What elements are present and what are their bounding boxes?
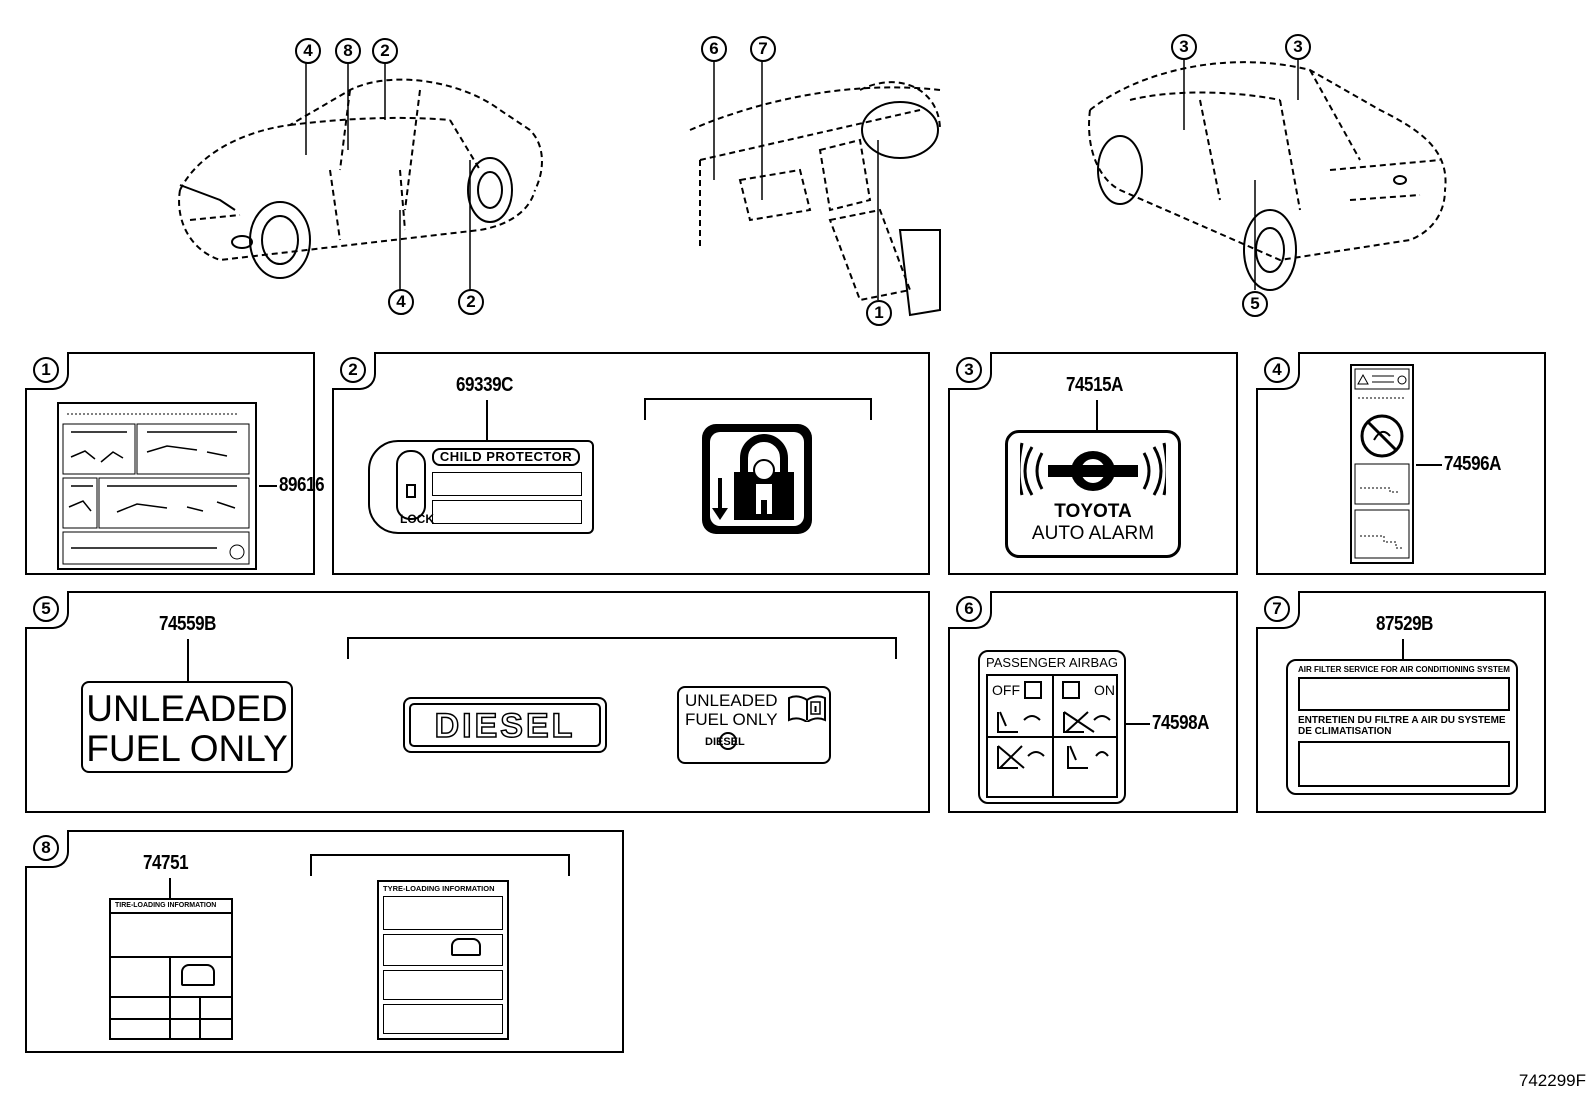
no-symbol-icon — [719, 732, 737, 750]
panel-1: 1 89616 — [25, 352, 325, 575]
callout-5: 5 — [1242, 291, 1268, 317]
diesel-text: DIESEL — [434, 706, 576, 746]
panel-6: 6 PASSENGER AIRBAG OFF ON 74598A — [948, 591, 1238, 813]
panel-5: 5 74559B UNLEADED FUEL ONLY DIESEL UNLEA… — [25, 591, 930, 813]
panel-8: 8 74751 TIRE-LOADING INFORMATION TYRE-LO… — [25, 830, 624, 1053]
air-filter-line1: AIR FILTER SERVICE FOR AIR CONDITIONING … — [1298, 665, 1510, 674]
air-filter-line2: ENTRETIEN DU FILTRE A AIR DU SYSTEME — [1298, 715, 1506, 726]
callout-2-bottom: 2 — [458, 289, 484, 315]
part-number-74596A: 74596A — [1444, 453, 1502, 475]
child-protector-title: CHILD PROTECTOR — [432, 448, 580, 466]
small-unleaded-text: UNLEADED — [685, 691, 778, 710]
part-number-74598A: 74598A — [1152, 712, 1210, 734]
off-text: OFF — [992, 682, 1020, 698]
small-fuel-only-text: FUEL ONLY — [685, 710, 778, 729]
callout-3-left: 3 — [1171, 34, 1197, 60]
part-number-69339C: 69339C — [456, 374, 514, 396]
child-protector-label: LOCK CHILD PROTECTOR — [368, 440, 594, 534]
alarm-horn-icon — [1020, 442, 1166, 496]
part-number-74751: 74751 — [143, 852, 189, 874]
air-filter-service-label: AIR FILTER SERVICE FOR AIR CONDITIONING … — [1286, 659, 1518, 795]
toyota-text: TOYOTA — [1054, 501, 1132, 522]
auto-alarm-text: AUTO ALARM — [1031, 523, 1155, 544]
part-number-89616: 89616 — [279, 474, 325, 496]
figure-id: 742299F — [1518, 1071, 1586, 1090]
callout-7: 7 — [750, 36, 776, 62]
off-indicator-icon — [1024, 681, 1042, 699]
tyre-loading-label-2: TYRE-LOADING INFORMATION — [377, 880, 509, 1040]
car-load-icon — [181, 964, 215, 986]
jack-warning-label — [57, 402, 257, 570]
tyre-loading-title-2: TYRE-LOADING INFORMATION — [383, 884, 495, 893]
fuel-only-text: FUEL ONLY — [86, 728, 288, 769]
panel-4-number: 4 — [1264, 357, 1290, 383]
panel-8-number: 8 — [33, 835, 59, 861]
car-rear-right-illustration — [1088, 60, 1447, 291]
callout-4-bottom: 4 — [388, 289, 414, 315]
child-lock-symbol — [702, 424, 812, 534]
part-number-87529B: 87529B — [1376, 613, 1434, 635]
lock-text: LOCK — [400, 512, 434, 526]
part-number-74559B: 74559B — [159, 613, 217, 635]
on-indicator-icon — [1062, 681, 1080, 699]
panel-3-number: 3 — [956, 357, 982, 383]
panel-2: 2 69339C LOCK CHILD PROTECTOR — [332, 352, 930, 575]
tire-loading-title-1: TIRE-LOADING INFORMATION — [115, 902, 217, 909]
passenger-airbag-label: PASSENGER AIRBAG OFF ON — [978, 650, 1126, 804]
seat-icons — [997, 711, 1111, 769]
part-number-74515A: 74515A — [1066, 374, 1124, 396]
unleaded-text: UNLEADED — [86, 688, 288, 729]
panel-3: 3 74515A TOYOTA AUTO ALARM — [948, 352, 1238, 575]
panel-4: 4 74596A — [1256, 352, 1546, 575]
callout-4-top: 4 — [295, 38, 321, 64]
diesel-label: DIESEL — [403, 697, 607, 753]
airbag-warning-label — [1350, 364, 1414, 564]
callout-3-right: 3 — [1285, 34, 1311, 60]
panel-5-number: 5 — [33, 596, 59, 622]
toyota-auto-alarm-label: TOYOTA AUTO ALARM — [1005, 430, 1181, 558]
small-fuel-label: UNLEADED FUEL ONLY DIESEL — [677, 686, 831, 764]
callout-1: 1 — [866, 300, 892, 326]
callout-8: 8 — [335, 38, 361, 64]
passenger-airbag-title: PASSENGER AIRBAG — [986, 655, 1118, 670]
dashboard-interior-illustration — [689, 60, 941, 317]
callout-2-top: 2 — [372, 38, 398, 64]
car-front-left-illustration — [178, 60, 543, 290]
panel-1-number: 1 — [33, 357, 59, 383]
air-filter-line3: DE CLIMATISATION — [1298, 726, 1392, 737]
tire-loading-label-1: TIRE-LOADING INFORMATION — [109, 898, 233, 1040]
on-text: ON — [1094, 682, 1115, 698]
unleaded-fuel-only-label: UNLEADED FUEL ONLY — [81, 681, 293, 773]
manual-book-icon — [788, 695, 826, 722]
panel-2-number: 2 — [340, 357, 366, 383]
callout-6: 6 — [701, 36, 727, 62]
car-load-icon-2 — [451, 938, 481, 956]
panel-7-number: 7 — [1264, 596, 1290, 622]
panel-6-number: 6 — [956, 596, 982, 622]
panel-7: 7 87529B AIR FILTER SERVICE FOR AIR COND… — [1256, 591, 1546, 813]
